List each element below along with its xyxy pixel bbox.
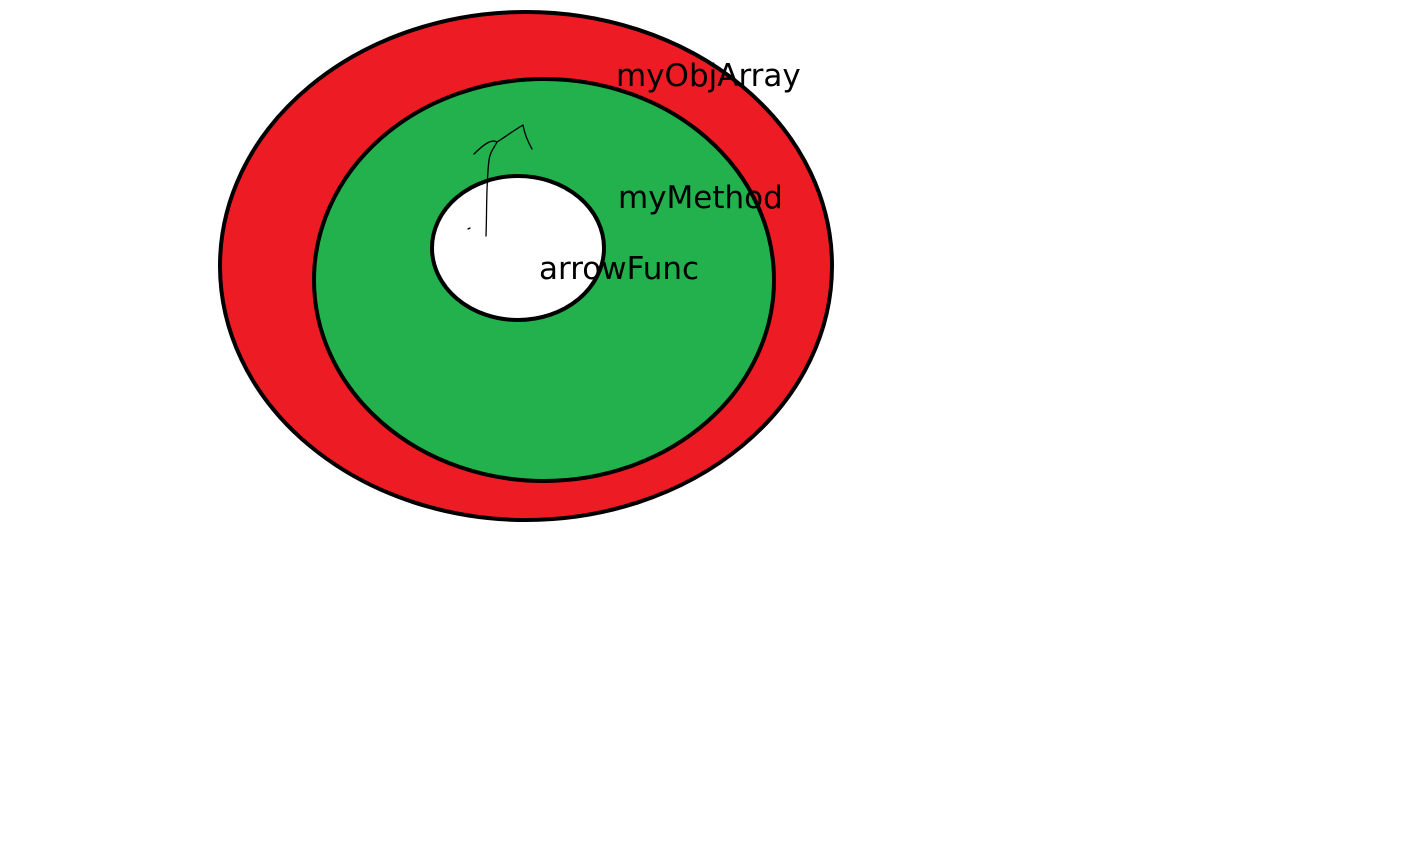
hand-drawn-arrow-icon — [467, 124, 533, 237]
inner-scope-label: arrowFunc — [539, 251, 699, 287]
outer-scope-label: myObjArray — [616, 58, 801, 94]
middle-scope-label: myMethod — [618, 180, 783, 216]
inner-scope-ellipse — [430, 174, 606, 322]
